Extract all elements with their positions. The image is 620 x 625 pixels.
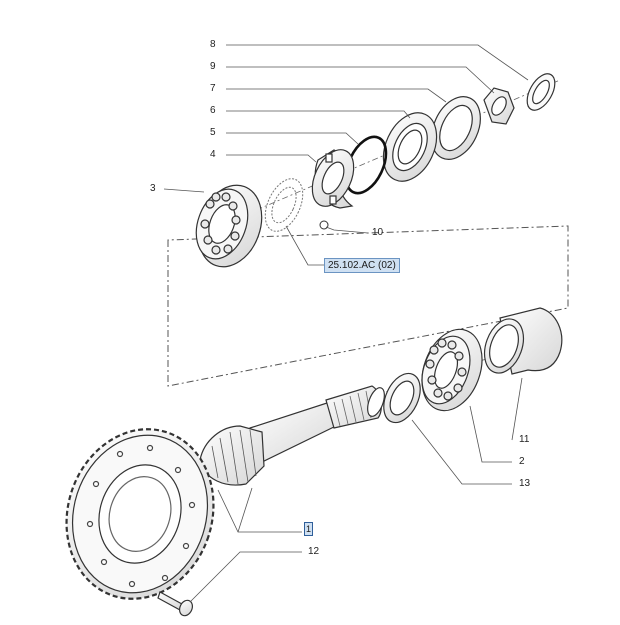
leader-lines: [163, 44, 529, 603]
bearing-cup-part-7: [431, 96, 481, 160]
callout-2: 2: [519, 456, 525, 467]
pinion-shaft-part-1: [199, 385, 385, 486]
sleeve-part-11: [483, 307, 563, 375]
nut-part-9: [483, 87, 515, 125]
shim-washer: [264, 178, 304, 232]
collar-part-4: [311, 149, 355, 209]
roller-bearing-part-2: [421, 328, 483, 412]
callout-11: 11: [519, 434, 530, 445]
callout-1[interactable]: 1: [304, 522, 313, 536]
callout-12: 12: [308, 546, 320, 557]
bearing-cone-part-6: [382, 112, 438, 182]
callout-13: 13: [519, 478, 531, 489]
callout-4: 4: [210, 149, 216, 160]
callout-8: 8: [210, 39, 216, 50]
roller-bearing-part-3: [195, 184, 263, 268]
callout-10: 10: [372, 227, 384, 238]
bolt-part-12: [157, 591, 194, 617]
assembly-boundary: [167, 225, 569, 387]
ball-part-10: [319, 220, 329, 230]
snap-ring-part-8: [526, 73, 556, 111]
callout-3: 3: [150, 183, 156, 194]
callout-5: 5: [210, 127, 216, 138]
spacer-ring-part-13: [383, 372, 421, 424]
callout-7: 7: [210, 83, 216, 94]
ring-gear-part-1: [65, 428, 215, 600]
callout-9: 9: [210, 61, 216, 72]
callout-6: 6: [210, 105, 216, 116]
reference-link-25-102-ac[interactable]: 25.102.AC (02): [324, 258, 400, 273]
